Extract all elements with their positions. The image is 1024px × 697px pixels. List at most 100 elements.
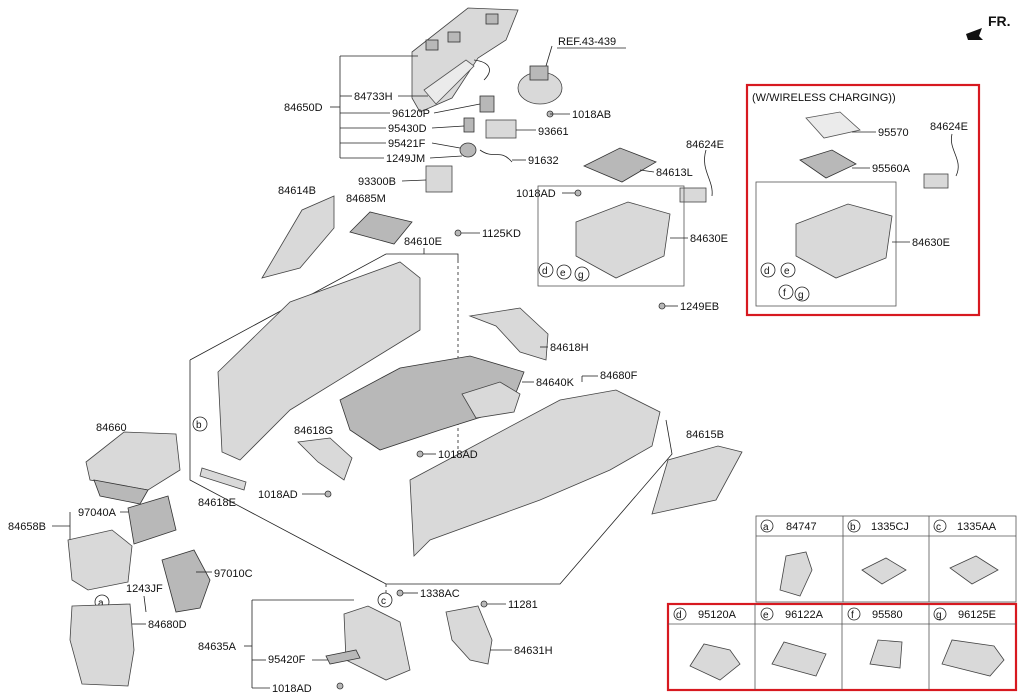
- module-93300B: [425, 165, 453, 193]
- charger-95560A: [799, 149, 857, 179]
- callout-b-letter: b: [196, 420, 202, 431]
- callout-e-letter: e: [560, 268, 566, 279]
- panel-84614B: [261, 195, 335, 279]
- legend-cell-f: f 95580: [847, 607, 903, 669]
- legend-callout-f: [847, 607, 861, 621]
- label-95570: 95570: [878, 127, 909, 139]
- label-84650D: 84650D: [284, 102, 323, 114]
- label-1243JF: 1243JF: [126, 583, 163, 595]
- label-84685M: 84685M: [346, 193, 386, 205]
- label-w84630E: 84630E: [912, 237, 950, 249]
- storage-assembly-84630E: 84613L 84624E 1018AD 84630E d e g 1249EB: [516, 139, 728, 313]
- legend-callout-b: [847, 519, 861, 533]
- label-1018AB: 1018AB: [572, 109, 611, 121]
- bolt-1018AD-bot: [336, 682, 344, 690]
- bezel-harness: [473, 59, 490, 81]
- ref-leader: [545, 45, 553, 67]
- legend-part-g: 96125E: [958, 609, 996, 621]
- panel-84615B: [651, 445, 743, 515]
- wireless-charging-group: (W/WIRELESS CHARGING)) 95570 84624E 9556…: [745, 83, 981, 317]
- callout-w-e: [780, 262, 796, 278]
- label-84618E: 84618E: [198, 497, 236, 509]
- label-group-84650D: 84650D 84733H 96120P 95430D 95421F 1249J…: [284, 55, 481, 188]
- cup-holder-84640K: [461, 381, 521, 419]
- legend-part-c: 1335AA: [957, 521, 997, 533]
- legend-shape-d: [689, 643, 741, 681]
- callout-g-letter: g: [578, 270, 584, 281]
- socket-95421F: [459, 142, 477, 158]
- label-97010C: 97010C: [214, 568, 253, 580]
- bezel-switch-2: [447, 31, 461, 43]
- legend-key-b: b: [850, 522, 856, 533]
- part-95420F: [325, 649, 361, 665]
- armrest-84660: [85, 431, 181, 491]
- label-84613L: 84613L: [656, 167, 693, 179]
- legend-callout-e: [760, 607, 774, 621]
- wireless-highlight-box: [745, 83, 981, 317]
- legend-part-e: 96122A: [785, 609, 824, 621]
- front-direction-indicator: FR.: [966, 13, 1011, 40]
- callout-w-f-letter: f: [783, 288, 786, 299]
- legend-key-g: g: [936, 610, 942, 621]
- bolt-1018AD-top: [574, 189, 582, 197]
- bolt-1249EB: [658, 302, 666, 310]
- main-console-frame: b 84618H 84640K 84680F 1018AD 84618G 101…: [189, 248, 673, 585]
- box-97010C: [161, 549, 211, 613]
- legend-callout-a: [760, 519, 774, 533]
- leader-95421F: [431, 142, 461, 149]
- wireless-storage-box: [795, 203, 893, 279]
- callout-b: [192, 416, 208, 432]
- callout-d: [538, 262, 554, 278]
- label-84733H: 84733H: [354, 91, 393, 103]
- legend-key-e: e: [763, 610, 769, 621]
- label-84640K: 84640K: [536, 377, 575, 389]
- callout-legend-table: a 84747 b 1335CJ c 1335AA d 95120A: [666, 515, 1018, 692]
- screw-1125KD: [454, 229, 462, 237]
- leader-95430D: [431, 125, 465, 129]
- leader-93300B: [401, 179, 427, 182]
- bolt-1018AD-left: [324, 490, 332, 498]
- legend-shape-g: [941, 639, 1005, 677]
- shifter-top: [529, 65, 549, 81]
- label-84660: 84660: [96, 422, 127, 434]
- vent-97040A: [127, 495, 177, 545]
- storage-box: [575, 201, 671, 279]
- label-91632: 91632: [528, 155, 559, 167]
- label-1018AD-top: 1018AD: [516, 188, 556, 200]
- legend-cell-e: e 96122A: [760, 607, 827, 677]
- cable-84624E: [704, 149, 713, 197]
- shift-bezel-group: REF.43-439: [411, 7, 626, 193]
- legend-cell-b: b 1335CJ: [847, 519, 909, 585]
- label-group-top-right: 1018AB 93661 91632: [512, 109, 611, 167]
- callout-w-d-letter: d: [764, 266, 770, 277]
- leader-1243JF: [143, 595, 147, 613]
- legend-callout-c: [933, 519, 947, 533]
- bracket-84618E: [199, 467, 247, 491]
- callout-w-f: [778, 284, 794, 300]
- screw-11281: [480, 600, 488, 608]
- side-panel-84615B: 84615B: [651, 429, 743, 515]
- label-1249JM: 1249JM: [386, 153, 425, 165]
- label-84610E: 84610E: [404, 236, 442, 248]
- bezel-switch-3: [485, 13, 499, 25]
- ref-label: REF.43-439: [558, 36, 616, 48]
- legend-callout-g: [933, 607, 947, 621]
- legend-shape-e: [771, 641, 827, 677]
- panel-84680D: [69, 603, 135, 687]
- legend-part-a: 84747: [786, 521, 817, 533]
- switch-96120P: [479, 95, 495, 113]
- console-frame-outline: [189, 360, 673, 585]
- callout-w-e-letter: e: [784, 266, 790, 277]
- legend-part-f: 95580: [872, 609, 903, 621]
- bracket-84635A: [343, 605, 411, 681]
- legend-key-d: d: [676, 610, 682, 621]
- label-1018AD-left: 1018AD: [258, 489, 298, 501]
- bolt-1018AD-mid: [416, 450, 424, 458]
- legend-top-frame: [755, 515, 1017, 603]
- label-84635A: 84635A: [198, 641, 237, 653]
- bracket-84631H: [445, 605, 493, 665]
- leader-1249JM: [429, 155, 463, 159]
- label-84658B: 84658B: [8, 521, 46, 533]
- callout-a-letter: a: [98, 598, 104, 609]
- label-84615B: 84615B: [686, 429, 724, 441]
